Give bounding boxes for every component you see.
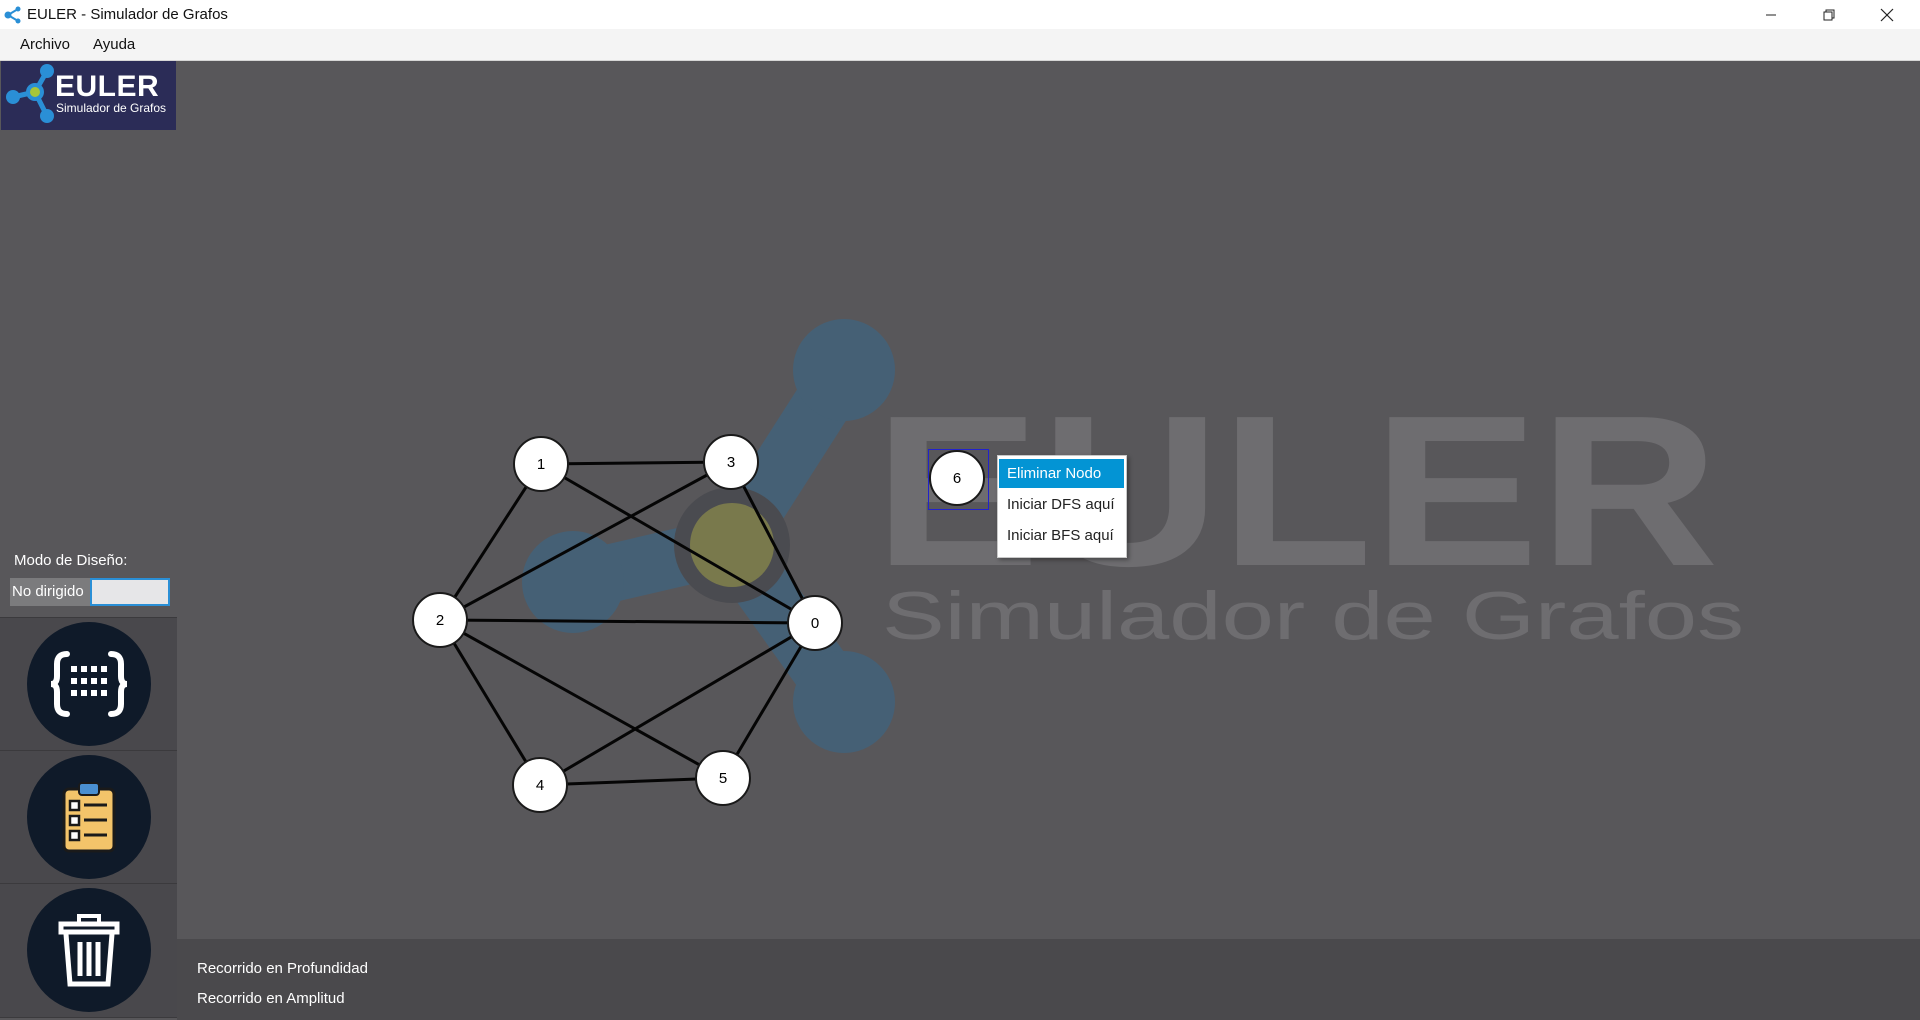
menu-bar: Archivo Ayuda — [0, 29, 1920, 61]
watermark-node-center — [674, 487, 790, 603]
graph-edge-1-0 — [540, 462, 816, 625]
graph-node-6[interactable]: 6 — [929, 450, 985, 506]
graph-edge-4-5 — [539, 776, 724, 787]
trash-icon — [58, 914, 120, 987]
close-button[interactable] — [1858, 0, 1916, 29]
menu-item-eliminar-nodo[interactable]: Eliminar Nodo — [999, 459, 1124, 488]
toggle-knob[interactable] — [90, 578, 170, 606]
clear-graph-button[interactable] — [27, 888, 151, 1012]
adjacency-matrix-button[interactable] — [27, 622, 151, 746]
graph-edge-1-3 — [540, 460, 732, 466]
watermark-node-left — [522, 531, 624, 633]
graph-node-5[interactable]: 5 — [695, 750, 751, 806]
minimize-icon — [1766, 14, 1776, 15]
graph-node-3[interactable]: 3 — [703, 434, 759, 490]
watermark-node-top — [793, 319, 895, 421]
report-tool-panel — [0, 750, 177, 885]
restore-icon — [1823, 9, 1835, 20]
app-logo-icon — [4, 6, 21, 24]
graph-edge-3-0 — [729, 461, 817, 624]
window-title: EULER - Simulador de Grafos — [27, 6, 228, 23]
graph-edge-5-0 — [721, 622, 817, 779]
menu-ayuda[interactable]: Ayuda — [93, 36, 136, 53]
design-mode-toggle[interactable]: No dirigido — [10, 578, 170, 606]
graph-edge-2-4 — [438, 619, 542, 786]
minimize-button[interactable] — [1742, 0, 1800, 29]
graph-edge-3-2 — [439, 460, 732, 622]
sidebar: EULER Simulador de Grafos Modo de Diseño… — [0, 61, 177, 1020]
node-selection-box — [928, 449, 989, 510]
trash-tool-panel — [0, 883, 177, 1018]
logo-title: EULER — [55, 70, 160, 103]
restore-button[interactable] — [1800, 0, 1858, 29]
watermark-node-bottom — [793, 651, 895, 753]
traversal-output-panel: Recorrido en Profundidad Recorrido en Am… — [177, 939, 1920, 1020]
bfs-result-label: Recorrido en Amplitud — [197, 990, 345, 1007]
watermark-subtitle: Simulador de Grafos — [882, 578, 1744, 654]
graph-node-4[interactable]: 4 — [512, 757, 568, 813]
clipboard-checklist-icon — [62, 782, 116, 853]
report-button[interactable] — [27, 755, 151, 879]
close-icon — [1880, 8, 1894, 21]
graph-edge-1-2 — [438, 463, 543, 621]
euler-logo-icon — [6, 64, 54, 123]
graph-edge-2-0 — [439, 618, 816, 625]
design-mode-label: Modo de Diseño: — [14, 552, 128, 569]
graph-node-2[interactable]: 2 — [412, 592, 468, 648]
node-context-menu: Eliminar Nodo Iniciar DFS aquí Iniciar B… — [997, 455, 1127, 558]
graph-node-1[interactable]: 1 — [513, 436, 569, 492]
menu-item-iniciar-dfs[interactable]: Iniciar DFS aquí — [1007, 496, 1115, 513]
graph-edge-2-5 — [439, 618, 724, 780]
euler-logo: EULER Simulador de Grafos — [1, 61, 176, 130]
matrix-braces-icon — [50, 651, 128, 717]
matrix-tool-panel — [0, 617, 177, 752]
menu-archivo[interactable]: Archivo — [20, 36, 71, 53]
logo-subtitle: Simulador de Grafos — [56, 101, 167, 115]
graph-edges — [438, 460, 817, 787]
title-bar: EULER - Simulador de Grafos — [0, 0, 1920, 29]
graph-edge-4-0 — [539, 621, 816, 787]
dfs-result-label: Recorrido en Profundidad — [197, 960, 368, 977]
menu-item-iniciar-bfs[interactable]: Iniciar BFS aquí — [1007, 527, 1114, 544]
design-mode-value: No dirigido — [10, 578, 90, 606]
graph-node-0[interactable]: 0 — [787, 595, 843, 651]
